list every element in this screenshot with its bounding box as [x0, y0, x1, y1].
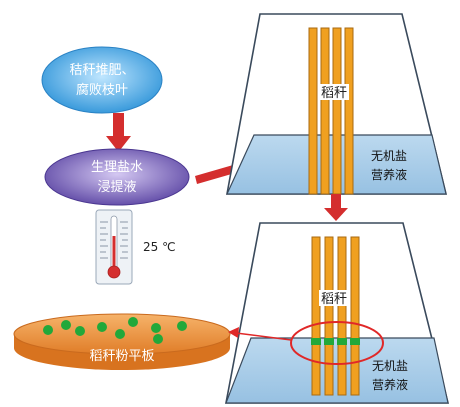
arrow-down-upper-to-lower-flask [324, 194, 348, 221]
colony [97, 322, 107, 332]
upper-straw-label: 稻秆 [321, 86, 347, 101]
source-label-line1: 秸秆堆肥、 [69, 63, 134, 78]
colony [151, 323, 161, 333]
plate-label: 稻秆粉平板 [89, 349, 154, 364]
upper-flask: 稻秆 无机盐 营养液 [226, 13, 448, 195]
straw-stalk [308, 27, 318, 195]
colony [75, 326, 85, 336]
upper-medium-label-line2: 营养液 [371, 167, 407, 182]
lower-straw-label: 稻秆 [321, 292, 347, 307]
lower-medium-label-line1: 无机盐 [372, 359, 408, 373]
straw-powder-plate: 稻秆粉平板 [13, 313, 231, 370]
colony [350, 338, 360, 345]
straw-stalk [344, 27, 354, 195]
colony [177, 321, 187, 331]
straw-stalk [320, 27, 330, 195]
lower-straw-stalks [311, 236, 360, 396]
straw-stalk [332, 27, 342, 195]
colony [311, 338, 321, 345]
stalk-colonies [311, 338, 360, 345]
upper-straw-stalks [308, 27, 354, 195]
colony [324, 338, 334, 345]
straw-stalk [350, 236, 360, 396]
highlight-circle [290, 321, 384, 365]
extract-node: 生理盐水 浸提液 [44, 148, 190, 206]
colony [43, 325, 53, 335]
colony [153, 334, 163, 344]
arrow-down-source-to-extract [106, 113, 131, 152]
extract-label-line2: 浸提液 [97, 179, 136, 195]
straw-stalk [311, 236, 321, 396]
thermometer-icon [95, 209, 133, 285]
straw-stalk [337, 236, 347, 396]
colony [61, 320, 71, 330]
colony [337, 338, 347, 345]
straw-stalk [324, 236, 334, 396]
colony [128, 317, 138, 327]
source-node: 秸秆堆肥、 腐败枝叶 [41, 46, 163, 114]
source-label-line2: 腐败枝叶 [76, 83, 128, 98]
lower-flask: 稻秆 无机盐 营养液 [225, 222, 450, 404]
extract-label-line1: 生理盐水 [91, 160, 143, 175]
connector-circle-to-plate [228, 327, 292, 341]
lower-medium-label-line2: 营养液 [372, 377, 408, 392]
temperature-label: 25 ℃ [143, 240, 176, 254]
upper-medium-label-line1: 无机盐 [371, 149, 407, 163]
lower-straw-label-bg [319, 290, 349, 306]
colonies [43, 317, 187, 344]
colony [115, 329, 125, 339]
upper-straw-label-bg [319, 84, 349, 100]
